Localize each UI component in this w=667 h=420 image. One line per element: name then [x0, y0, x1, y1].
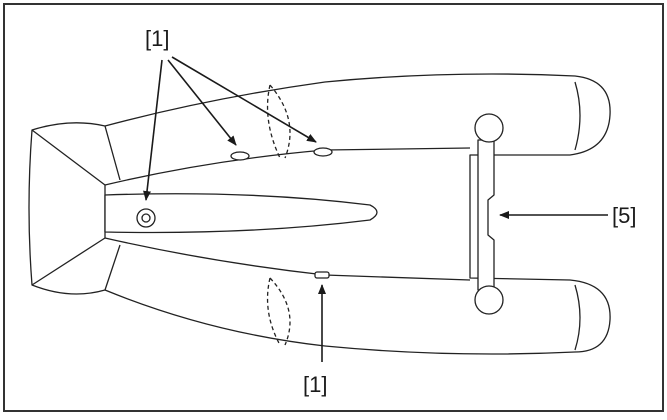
arrow-top-right [171, 56, 317, 143]
leader-lines [143, 56, 608, 362]
arrow-top-center [167, 59, 237, 146]
keel-strip [104, 193, 378, 234]
callout-label-top: [1] [145, 26, 169, 51]
transom-mount-top [474, 113, 504, 143]
bulkhead-top [266, 84, 291, 159]
valve-icon [230, 151, 250, 161]
inner-floor-outline [104, 147, 471, 281]
boat-outline [28, 73, 611, 355]
callout-label-right: [5] [612, 203, 636, 228]
arrow-top-left [143, 59, 163, 201]
bow-inner-lines [104, 125, 121, 291]
transom-mount-bottom [474, 285, 504, 315]
bulkhead-bottom [266, 277, 291, 346]
valve-icon [313, 147, 333, 157]
callout-label-bottom: [1] [303, 372, 327, 397]
valve-icon [314, 271, 330, 279]
valves [136, 147, 333, 279]
tube-end-seam-top [574, 81, 581, 151]
tube-end-seam-bottom [574, 284, 581, 351]
valve-icon [141, 213, 151, 223]
